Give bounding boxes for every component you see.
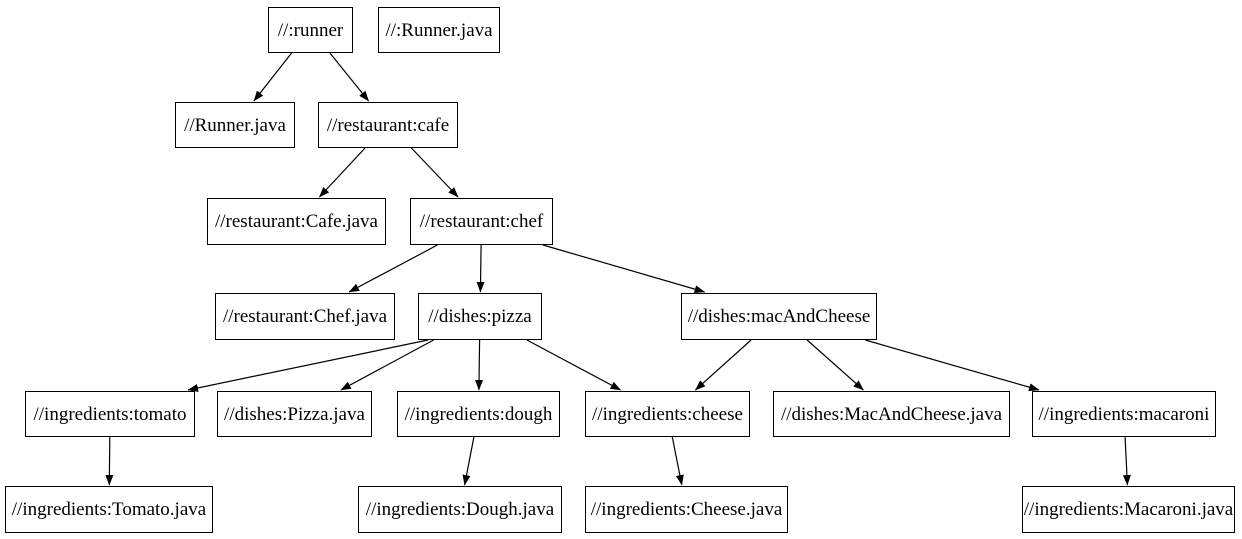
graph-edge-chef-to-chef-java — [348, 244, 438, 293]
graph-edge-pizza-to-tomato — [187, 339, 429, 392]
graph-node-pizza-java: //dishes:Pizza.java — [217, 391, 372, 437]
graph-edge-macaroni-to-macaroni-java — [1122, 436, 1131, 486]
graph-node-macaroni-java: //ingredients:Macaroni.java — [1022, 486, 1235, 533]
graph-edge-runner-to-runner-java — [253, 52, 293, 102]
graph-node-runner-java-root: //:Runner.java — [378, 7, 500, 53]
graph-edge-pizza-to-pizza-java — [340, 339, 434, 391]
graph-node-chef-java: //restaurant:Chef.java — [215, 293, 395, 340]
graph-node-cafe: //restaurant:cafe — [318, 102, 458, 148]
graph-edge-cafe-to-chef — [410, 147, 459, 198]
graph-edge-mac-and-cheese-to-macaroni — [865, 339, 1040, 392]
graph-edge-mac-and-cheese-to-cheese — [694, 339, 752, 391]
graph-node-tomato: //ingredients:tomato — [25, 391, 195, 437]
graph-node-cheese: //ingredients:cheese — [585, 391, 750, 437]
graph-edge-chef-to-mac-and-cheese — [542, 244, 706, 294]
graph-node-mac-and-cheese-java: //dishes:MacAndCheese.java — [773, 391, 1010, 437]
graph-edge-cafe-to-cafe-java — [318, 147, 366, 198]
graph-edge-runner-to-cafe — [329, 52, 370, 102]
graph-node-cheese-java: //ingredients:Cheese.java — [585, 486, 788, 533]
graph-node-runner: //:runner — [268, 7, 353, 53]
graph-edge-mac-and-cheese-to-mac-and-cheese-java — [806, 339, 864, 391]
graph-edge-pizza-to-cheese — [526, 339, 622, 391]
graph-node-chef: //restaurant:chef — [410, 198, 553, 245]
graph-edge-tomato-to-tomato-java — [105, 436, 114, 486]
graph-edge-cheese-to-cheese-java — [671, 436, 684, 486]
graph-node-tomato-java: //ingredients:Tomato.java — [5, 486, 213, 533]
graph-edge-pizza-to-dough — [475, 339, 484, 391]
graph-edge-chef-to-pizza — [476, 244, 485, 293]
graph-node-pizza: //dishes:pizza — [418, 293, 542, 340]
graph-node-dough: //ingredients:dough — [397, 391, 560, 437]
graph-node-cafe-java: //restaurant:Cafe.java — [207, 198, 386, 245]
graph-node-macaroni: //ingredients:macaroni — [1032, 391, 1216, 437]
graph-node-runner-java: //Runner.java — [175, 102, 295, 148]
graph-node-dough-java: //ingredients:Dough.java — [358, 486, 562, 533]
graph-node-mac-and-cheese: //dishes:macAndCheese — [681, 293, 877, 340]
graph-edge-dough-to-dough-java — [462, 436, 475, 486]
